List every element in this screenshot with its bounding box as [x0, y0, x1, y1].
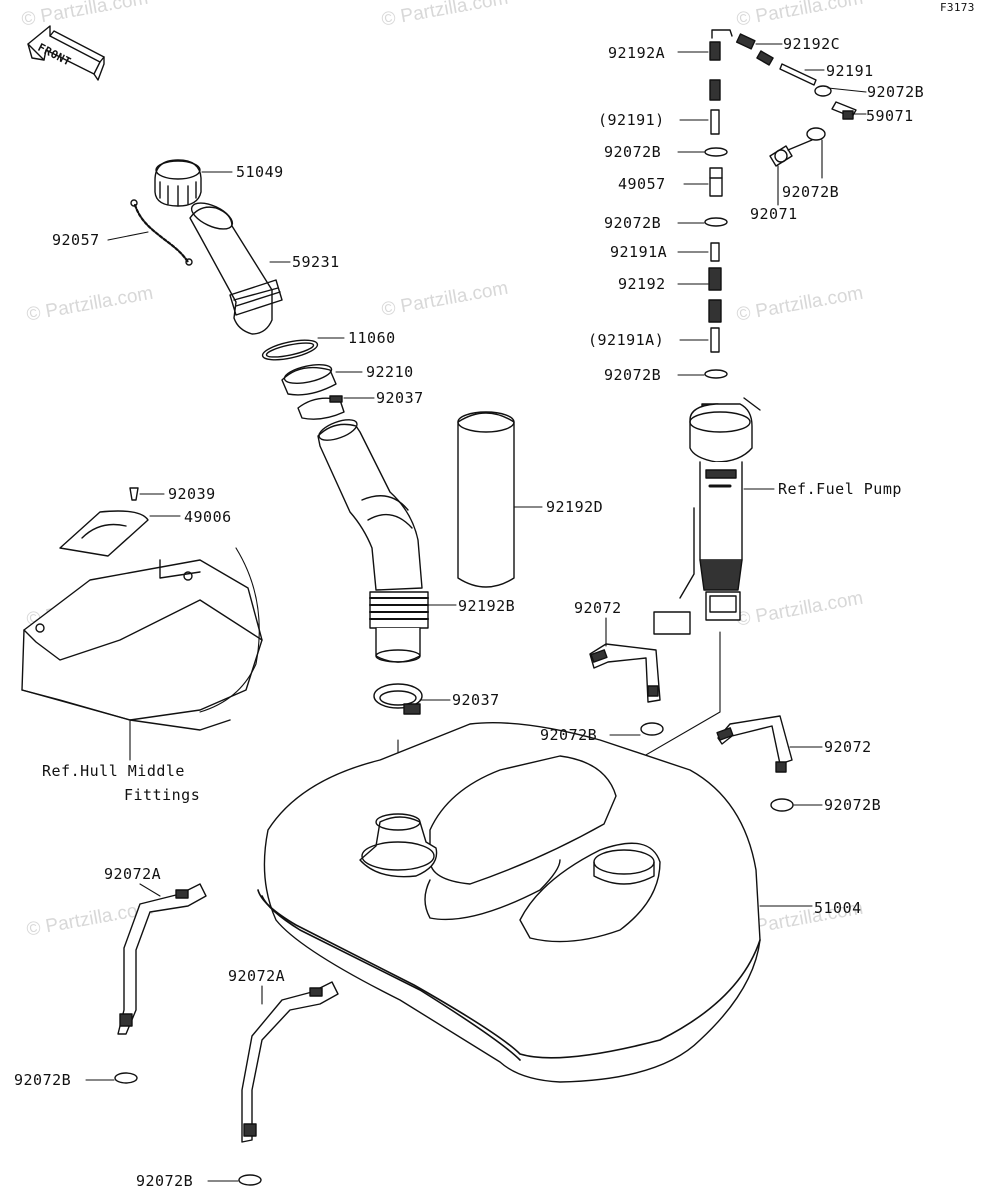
- ref-hull-label-line2: Fittings: [124, 786, 201, 804]
- part-label-49006: 49006: [184, 508, 232, 526]
- ref-fuel-pump-label: Ref.Fuel Pump: [778, 480, 902, 498]
- part-label-92192: 92192: [618, 275, 666, 293]
- hull-fitting: [21, 487, 263, 761]
- part-label-92071: 92071: [750, 205, 798, 223]
- part-label-92072A: 92072A: [228, 967, 286, 985]
- part-label-92192B: 92192B: [458, 597, 516, 615]
- fuel-cap-assembly: [107, 159, 375, 420]
- part-label-51049: 51049: [236, 163, 284, 181]
- ref-hull-label-line1: Ref.Hull Middle: [42, 762, 185, 780]
- part-label-92072B: 92072B: [540, 726, 598, 744]
- part-label-92072B: 92072B: [604, 366, 662, 384]
- fuel-tank: [257, 722, 813, 1083]
- part-label-92072B: 92072B: [14, 1071, 72, 1089]
- part-label-92072B: 92072B: [782, 183, 840, 201]
- lower-clamp: [373, 683, 451, 819]
- valve-stack: [704, 29, 857, 379]
- long-straps: [85, 883, 339, 1186]
- fuel-pump: [619, 397, 775, 851]
- part-label-92057: 92057: [52, 231, 100, 249]
- part-label-92037: 92037: [376, 389, 424, 407]
- protector-sleeve: [457, 411, 543, 588]
- filler-hose: [317, 419, 457, 663]
- part-label-92072B: 92072B: [136, 1172, 194, 1190]
- pump-straps: [589, 617, 823, 812]
- part-label-51004: 51004: [814, 899, 862, 917]
- part-label-92191: 92191: [826, 62, 874, 80]
- part-label-92192A: 92192A: [608, 44, 666, 62]
- sheet-code: F3173: [940, 1, 975, 14]
- part-label-92039: 92039: [168, 485, 216, 503]
- part-label-92210: 92210: [366, 363, 414, 381]
- front-arrow-icon: [27, 25, 105, 81]
- part-label-92192D: 92192D: [546, 498, 604, 516]
- part-label-92191A: 92191A: [610, 243, 668, 261]
- part-label-92192C: 92192C: [783, 35, 841, 53]
- part-label-92072: 92072: [574, 599, 622, 617]
- part-label-92072B: 92072B: [824, 796, 882, 814]
- part-label-92037: 92037: [452, 691, 500, 709]
- part-label-59071: 59071: [866, 107, 914, 125]
- part-label-59231: 59231: [292, 253, 340, 271]
- part-label-92072: 92072: [824, 738, 872, 756]
- part-label-92072B: 92072B: [604, 143, 662, 161]
- part-label-49057: 49057: [618, 175, 666, 193]
- part-label-92072B: 92072B: [604, 214, 662, 232]
- part-label-92191A-paren: (92191A): [588, 331, 665, 349]
- part-label-92072B: 92072B: [867, 83, 925, 101]
- part-label-11060: 11060: [348, 329, 396, 347]
- part-label-92072A: 92072A: [104, 865, 162, 883]
- part-label-92191-paren: (92191): [598, 111, 665, 129]
